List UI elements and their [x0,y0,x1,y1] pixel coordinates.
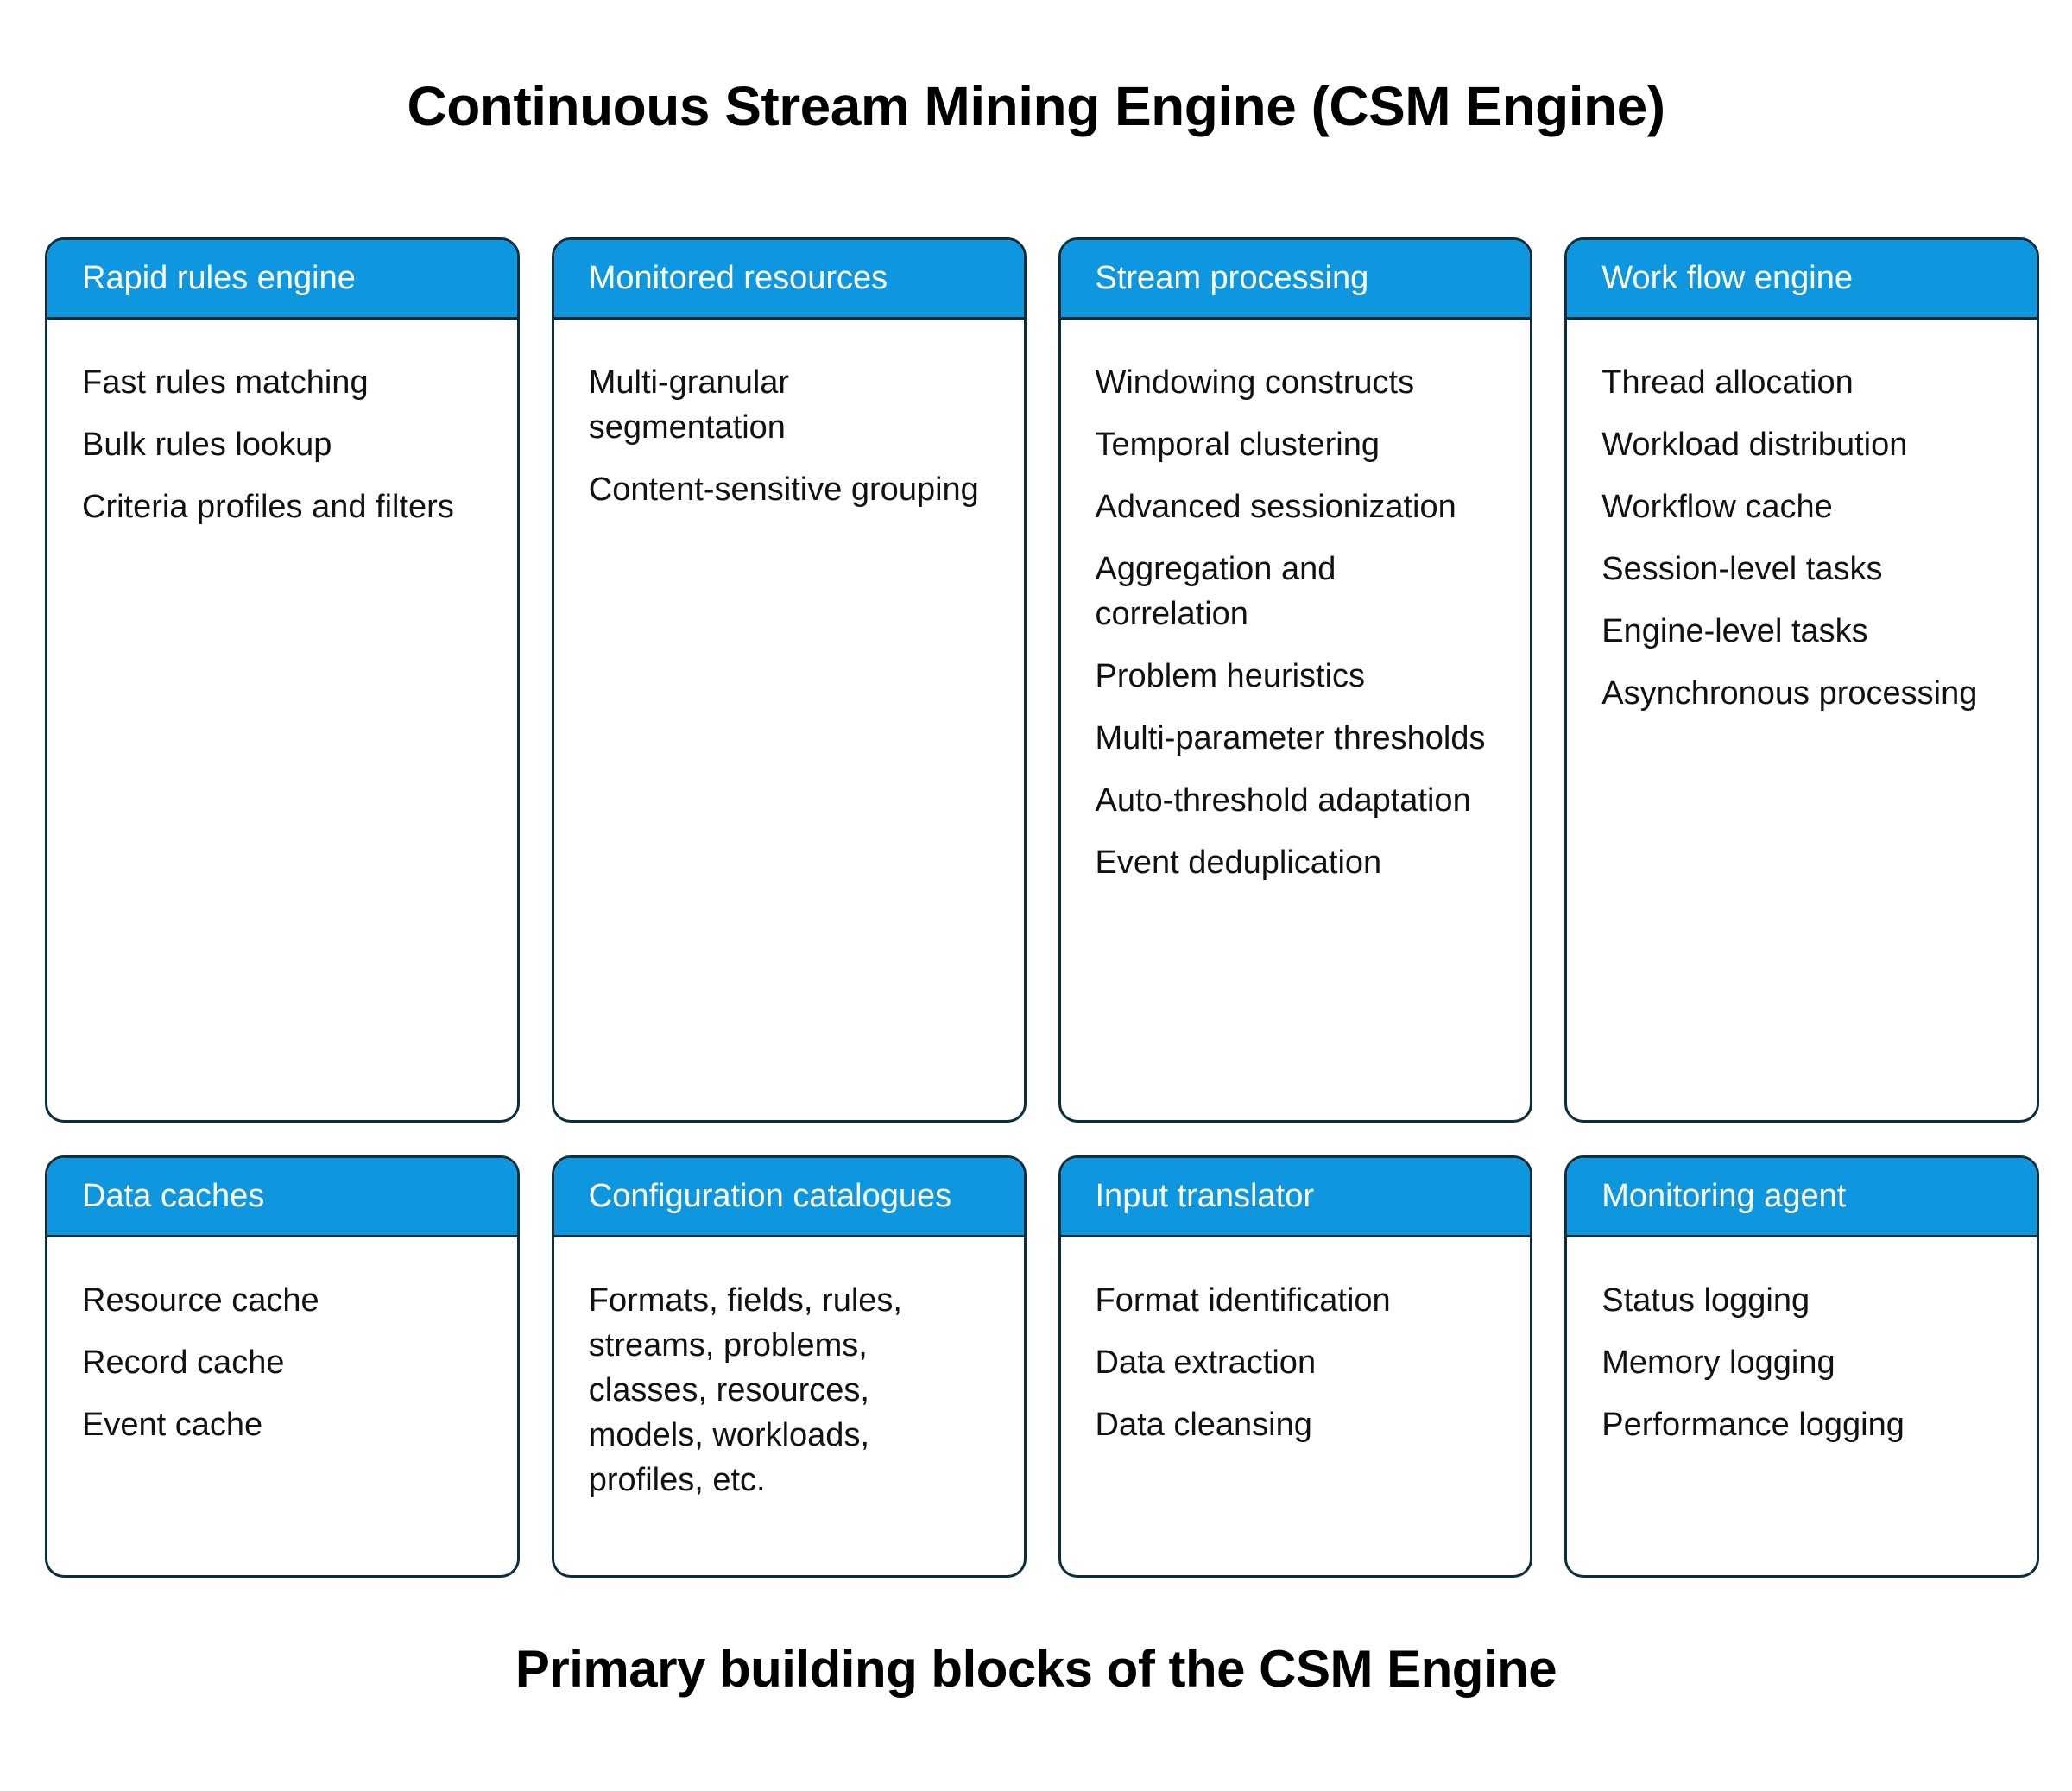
card-list-item: Criteria profiles and filters [82,489,454,525]
card-list-item: Problem heuristics [1095,658,1366,694]
card-header-input-translator: Input translator [1060,1158,1531,1237]
card-list-item: Workload distribution [1601,427,1908,463]
card-list-item: Multi-parameter thresholds [1095,720,1486,756]
card-list-item: Asynchronous processing [1601,675,1978,712]
card-list-item: Session-level tasks [1601,551,1883,587]
card-paragraph: Formats, fields, rules, streams, problem… [588,1282,902,1498]
card-list-item: Bulk rules lookup [82,427,332,463]
card-list-item: Performance logging [1601,1407,1905,1443]
card-list-item: Engine-level tasks [1601,613,1868,649]
card-list-item: Fast rules matching [82,364,369,401]
card-header-data-caches: Data caches [47,1158,517,1237]
page-caption: Primary building blocks of the CSM Engin… [515,1640,1557,1698]
card-header-monitoring-agent: Monitoring agent [1567,1158,2037,1237]
card-header-title: Input translator [1095,1177,1314,1214]
card-header-monitored-resources: Monitored resources [553,240,1024,320]
card-list-item: Format identification [1095,1282,1391,1319]
card-list-item: Temporal clustering [1095,427,1380,463]
card-list-item: Event deduplication [1095,845,1382,881]
card-list-item: Resource cache [82,1282,319,1319]
card-header-title: Work flow engine [1601,259,1854,296]
card-header-configuration-catalogues: Configuration catalogues [553,1158,1024,1237]
card-header-stream-processing: Stream processing [1060,240,1531,320]
card-body-configuration-catalogues: Formats, fields, rules, streams, problem… [554,1237,1024,1575]
card-header-rapid-rules-engine: Rapid rules engine [47,240,517,320]
card-list-item: Data extraction [1095,1345,1317,1381]
card-list-item: Multi-granular segmentation [588,364,790,446]
card-list-item: Status logging [1601,1282,1810,1319]
card-list-item: Workflow cache [1601,489,1833,525]
page-title: Continuous Stream Mining Engine (CSM Eng… [407,75,1665,137]
card-list-item: Memory logging [1601,1345,1835,1381]
card-list-item: Event cache [82,1407,263,1443]
card-list-item: Advanced sessionization [1095,489,1456,525]
card-list-item: Record cache [82,1345,285,1381]
card-list-item: Data cleansing [1095,1407,1312,1443]
card-header-title: Monitored resources [588,259,888,296]
card-header-title: Stream processing [1095,259,1369,296]
card-list-item: Auto-threshold adaptation [1095,782,1471,819]
card-header-title: Rapid rules engine [82,259,356,296]
card-list-item: Thread allocation [1601,364,1854,401]
card-header-title: Configuration catalogues [588,1177,952,1214]
card-header-work-flow-engine: Work flow engine [1567,240,2037,320]
card-list-item: Aggregation and correlation [1095,551,1336,632]
card-list-item: Windowing constructs [1095,364,1415,401]
card-header-title: Data caches [82,1177,265,1214]
card-list-item: Content-sensitive grouping [588,471,979,508]
card-header-title: Monitoring agent [1601,1177,1847,1214]
